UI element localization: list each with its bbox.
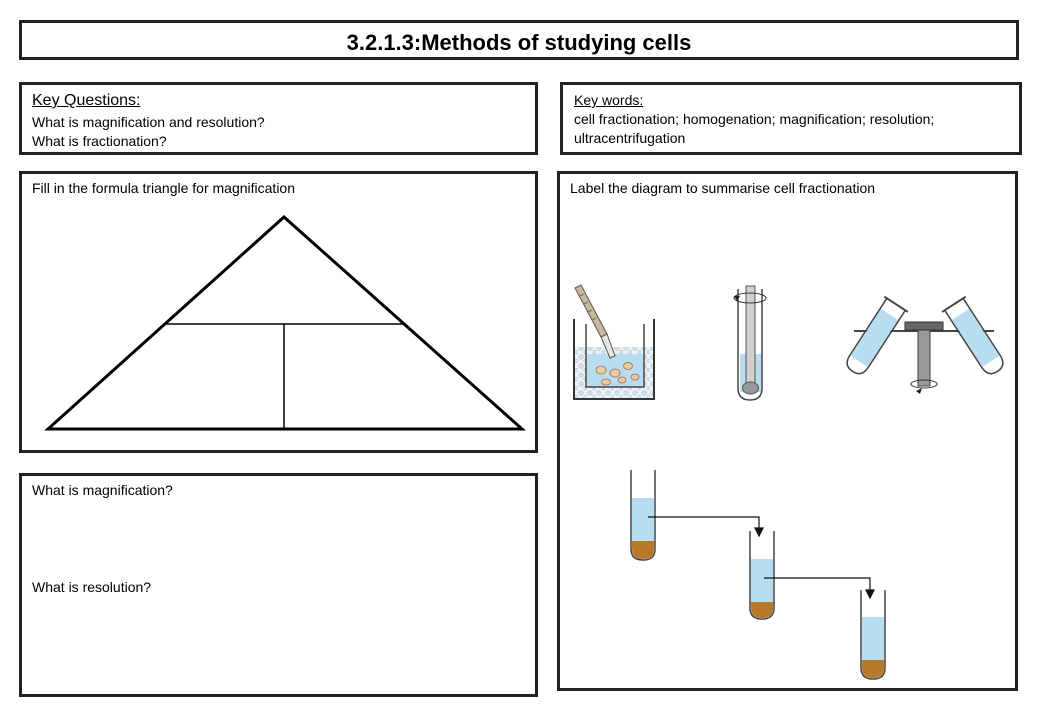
- test-tube-2: [749, 531, 775, 620]
- triangle-prompt: Fill in the formula triangle for magnifi…: [32, 180, 296, 196]
- scalpel-illustration: [574, 284, 616, 359]
- page-title: 3.2.1.3:Methods of studying cells: [346, 30, 692, 55]
- tissue-piece: [609, 368, 621, 378]
- key-question-2: What is fractionation?: [32, 133, 167, 149]
- test-tube-1: [630, 470, 656, 561]
- key-words-box: Key words: cell fractionation; homogenat…: [560, 82, 1022, 155]
- formula-triangle-panel: Fill in the formula triangle for magnifi…: [19, 171, 538, 453]
- tissue-piece: [601, 378, 611, 386]
- ultracentrifugation-tubes-illustration: [630, 470, 886, 680]
- key-words-heading: Key words:: [574, 92, 644, 108]
- homogeniser-tube-illustration: [733, 285, 767, 401]
- magnification-question: What is magnification?: [32, 482, 173, 498]
- centrifuge-illustration: [846, 295, 1004, 394]
- key-questions-heading: Key Questions:: [32, 92, 141, 109]
- cell-fractionation-panel: Label the diagram to summarise cell frac…: [557, 171, 1018, 691]
- transfer-arrow-2: [764, 577, 875, 600]
- title-box: 3.2.1.3:Methods of studying cells: [19, 20, 1019, 60]
- tissue-piece: [623, 362, 633, 370]
- tissue-piece: [630, 373, 640, 381]
- tissue-piece: [617, 376, 627, 384]
- test-tube-3: [860, 590, 886, 680]
- homogenation-beaker-illustration: [573, 284, 655, 400]
- definitions-panel: What is magnification? What is resolutio…: [19, 473, 538, 697]
- transfer-arrow-1: [648, 516, 764, 538]
- formula-triangle-outline: [44, 214, 526, 431]
- fractionation-diagram: [573, 284, 1004, 680]
- tissue-piece: [595, 365, 607, 375]
- fractionation-prompt: Label the diagram to summarise cell frac…: [570, 180, 876, 196]
- key-question-1: What is magnification and resolution?: [32, 114, 265, 130]
- resolution-question: What is resolution?: [32, 579, 152, 595]
- key-words-list: cell fractionation; homogenation; magnif…: [574, 111, 935, 146]
- formula-triangle-diagram: [44, 214, 526, 431]
- key-questions-box: Key Questions: What is magnification and…: [19, 82, 538, 155]
